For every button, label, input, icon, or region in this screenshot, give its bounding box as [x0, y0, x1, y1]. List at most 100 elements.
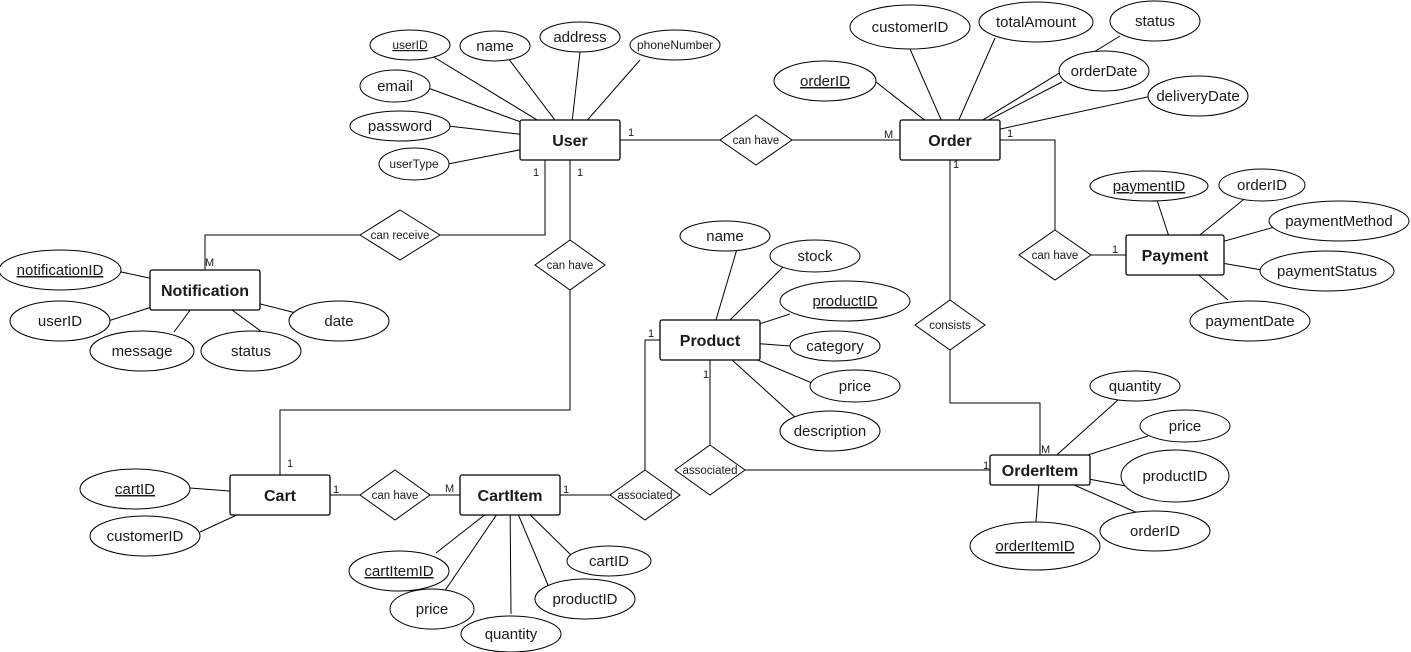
entity-product-label: Product	[680, 333, 741, 350]
attr-payment-paymentdate[interactable]: paymentDate	[1189, 300, 1311, 342]
rel-product-orderitem[interactable]: associated	[674, 444, 746, 496]
entity-user[interactable]: User	[519, 119, 621, 161]
attr-orderitem-orderid[interactable]: orderID	[1099, 510, 1211, 552]
attr-cartitem-quantity[interactable]: quantity	[460, 615, 562, 652]
attr-cartitem-productid[interactable]: productID	[534, 578, 636, 620]
attr-notification-status[interactable]: status	[200, 330, 302, 372]
rel-cart-cartitem-label: can have	[372, 490, 419, 502]
attr-cartitem-quantity-label: quantity	[485, 626, 538, 643]
attr-user-name-label: name	[476, 38, 514, 55]
attr-payment-orderid-label: orderID	[1237, 177, 1287, 194]
attr-order-orderid[interactable]: orderID	[773, 60, 877, 102]
attr-order-orderdate[interactable]: orderDate	[1058, 50, 1150, 92]
entity-user-label: User	[552, 133, 588, 150]
attr-payment-paymentmethod[interactable]: paymentMethod	[1268, 200, 1410, 242]
attr-user-name[interactable]: name	[459, 30, 531, 62]
attr-user-email[interactable]: email	[359, 69, 431, 103]
attr-cart-customerid[interactable]: customerID	[89, 515, 201, 557]
attr-orderitem-orderitemid[interactable]: orderItemID	[969, 521, 1101, 571]
attr-payment-orderid[interactable]: orderID	[1218, 168, 1306, 202]
attr-product-name[interactable]: name	[679, 220, 771, 252]
attr-payment-paymentid[interactable]: paymentID	[1089, 170, 1209, 202]
attr-cartitem-cartitemid[interactable]: cartItemID	[348, 550, 450, 592]
attr-user-phonenumber[interactable]: phoneNumber	[629, 29, 721, 61]
card-user-order-user: 1	[628, 127, 634, 139]
attr-cart-cartid[interactable]: cartID	[79, 468, 191, 510]
attr-notification-notificationid[interactable]: notificationID	[0, 249, 122, 291]
rel-cartitem-product[interactable]: associated	[609, 469, 681, 521]
rel-cart-cartitem[interactable]: can have	[359, 469, 431, 521]
card-user-cart-user: 1	[577, 167, 583, 179]
attr-order-orderid-label: orderID	[800, 73, 850, 90]
attr-cartitem-cartid-label: cartID	[589, 553, 629, 570]
attr-order-customerid[interactable]: customerID	[849, 4, 971, 50]
rel-user-notification[interactable]: can receive	[359, 209, 441, 261]
attr-product-description[interactable]: description	[779, 410, 881, 452]
entity-orderitem[interactable]: OrderItem	[989, 454, 1091, 486]
attr-product-price-label: price	[839, 378, 872, 395]
attr-payment-paymentstatus[interactable]: paymentStatus	[1259, 250, 1395, 292]
attr-order-deliverydate[interactable]: deliveryDate	[1147, 75, 1249, 117]
attr-product-name-label: name	[706, 228, 744, 245]
attr-orderitem-quantity[interactable]: quantity	[1089, 370, 1181, 402]
attr-orderitem-price[interactable]: price	[1139, 409, 1231, 443]
rel-order-payment[interactable]: can have	[1018, 229, 1092, 281]
entity-notification[interactable]: Notification	[149, 269, 261, 311]
attr-cartitem-price[interactable]: price	[389, 588, 475, 630]
attr-notification-message-label: message	[112, 343, 173, 360]
attr-product-description-label: description	[794, 423, 867, 440]
attr-product-productid[interactable]: productID	[779, 280, 911, 322]
card-product-orderitem-product: 1	[703, 369, 709, 381]
entity-product[interactable]: Product	[659, 319, 761, 361]
attr-order-orderdate-label: orderDate	[1071, 63, 1138, 80]
rel-user-notification-label: can receive	[371, 230, 430, 242]
rel-user-cart[interactable]: can have	[534, 239, 606, 291]
card-cart-cartitem-cart: 1	[333, 484, 339, 496]
rel-product-orderitem-label: associated	[683, 465, 738, 477]
entity-order[interactable]: Order	[899, 119, 1001, 161]
attr-orderitem-orderitemid-label: orderItemID	[995, 538, 1074, 555]
rel-user-order[interactable]: can have	[719, 114, 793, 166]
attr-product-category-label: category	[806, 338, 864, 355]
attr-notification-date[interactable]: date	[288, 300, 390, 342]
attr-orderitem-productid-label: productID	[1142, 468, 1207, 485]
attr-cartitem-cartid[interactable]: cartID	[566, 545, 652, 577]
entity-cartitem-label: CartItem	[478, 488, 543, 505]
attr-orderitem-productid[interactable]: productID	[1120, 449, 1230, 503]
relationship-lines	[204, 139, 1126, 496]
attr-cartitem-productid-label: productID	[552, 591, 617, 608]
rel-order-orderitem[interactable]: consists	[914, 299, 986, 351]
attr-payment-paymentstatus-label: paymentStatus	[1277, 263, 1377, 280]
attr-product-productid-label: productID	[812, 293, 877, 310]
attr-notification-userid[interactable]: userID	[9, 300, 111, 342]
attr-order-totalamount-label: totalAmount	[996, 14, 1077, 31]
attr-user-userid-label: userID	[392, 38, 428, 52]
attr-payment-paymentid-label: paymentID	[1113, 178, 1186, 195]
attr-order-status[interactable]: status	[1109, 0, 1201, 42]
attr-user-password[interactable]: password	[349, 110, 451, 142]
entity-cartitem[interactable]: CartItem	[459, 474, 561, 516]
attr-payment-paymentmethod-label: paymentMethod	[1285, 213, 1393, 230]
entity-payment[interactable]: Payment	[1125, 234, 1225, 276]
attr-product-price[interactable]: price	[809, 369, 901, 403]
attr-order-totalamount[interactable]: totalAmount	[978, 1, 1094, 43]
attr-cartitem-price-label: price	[416, 601, 449, 618]
attr-notification-date-label: date	[324, 313, 353, 330]
cardinalities: 1 M 1 1 1 M 1 1 1 M 1 M 1 1 1 1	[205, 127, 1118, 496]
attr-product-category[interactable]: category	[789, 330, 881, 362]
attr-cartitem-cartitemid-label: cartItemID	[364, 563, 433, 580]
attr-orderitem-quantity-label: quantity	[1109, 378, 1162, 395]
entity-cart[interactable]: Cart	[229, 474, 331, 516]
attr-user-address[interactable]: address	[539, 21, 621, 53]
attr-notification-message[interactable]: message	[89, 330, 195, 372]
attr-notification-notificationid-label: notificationID	[17, 262, 104, 279]
attr-order-customerid-label: customerID	[872, 19, 949, 36]
attr-order-deliverydate-label: deliveryDate	[1156, 88, 1239, 105]
attr-product-stock-label: stock	[797, 248, 833, 265]
attr-notification-userid-label: userID	[38, 313, 82, 330]
attr-user-userid[interactable]: userID	[369, 29, 451, 61]
attr-user-usertype[interactable]: userType	[378, 147, 450, 181]
attr-user-phonenumber-label: phoneNumber	[637, 38, 713, 52]
attr-product-stock[interactable]: stock	[769, 239, 861, 273]
